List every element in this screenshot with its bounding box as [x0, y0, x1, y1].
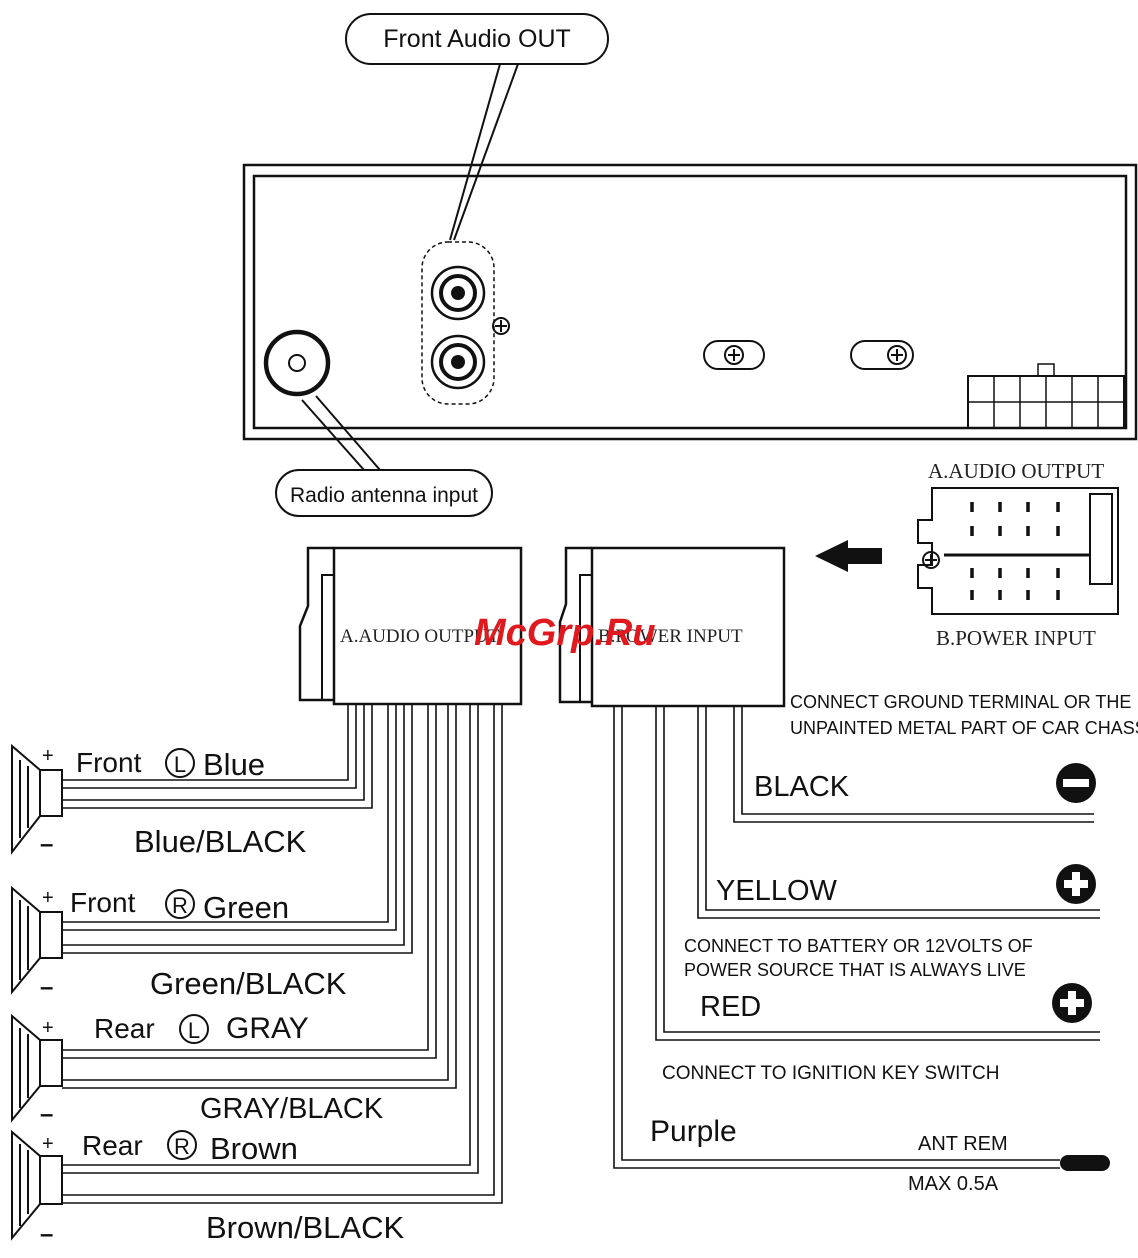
- speaker-fr-side: R: [172, 893, 188, 918]
- audio-wires: [62, 704, 503, 1204]
- right-channel-icon: R: [167, 1130, 197, 1160]
- speaker-rr-position: Rear: [82, 1130, 143, 1161]
- legend-screw-icon: [922, 551, 940, 569]
- watermark: McGrp.Ru: [474, 612, 656, 654]
- mounting-slot-left: [703, 340, 765, 370]
- ground-note-line-2: UNPAINTED METAL PART OF CAR CHASSIS: [790, 718, 1138, 738]
- speaker-fl-plus: +: [42, 745, 54, 767]
- speaker-front-right: [11, 885, 63, 995]
- speaker-rr-minus: –: [40, 1221, 53, 1248]
- speaker-rr-neg: Brown/BLACK: [206, 1210, 404, 1245]
- positive-terminal-icon: [1056, 864, 1096, 904]
- mounting-slot-right: [850, 340, 914, 370]
- speaker-fl-position: Front: [76, 747, 142, 778]
- speaker-fr-plus: +: [42, 887, 54, 909]
- right-channel-icon: R: [165, 889, 195, 919]
- speaker-fr-color: Green: [203, 890, 289, 925]
- radio-antenna-label: Radio antenna input: [290, 484, 478, 507]
- iso-socket: [967, 363, 1125, 429]
- ant-rem-label: ANT REM: [918, 1133, 1008, 1155]
- black-wire-label: BLACK: [754, 771, 850, 803]
- speaker-rl-neg: GRAY/BLACK: [200, 1093, 384, 1125]
- speaker-rear-left: [11, 1013, 63, 1123]
- front-audio-out-callout: Front Audio OUT: [345, 13, 609, 241]
- connector-legend: A.AUDIO OUTPUT B.POWER INPUT: [917, 459, 1119, 650]
- antenna-socket: [263, 329, 331, 397]
- speaker-fl-neg: Blue/BLACK: [134, 824, 307, 859]
- purple-wire-label: Purple: [650, 1115, 737, 1148]
- battery-note-line-2: POWER SOURCE THAT IS ALWAYS LIVE: [684, 960, 1026, 980]
- audio-output-plug-label: A.AUDIO OUTPUT: [340, 626, 500, 647]
- front-audio-out-label: Front Audio OUT: [383, 25, 571, 53]
- legend-audio-output-label: A.AUDIO OUTPUT: [928, 459, 1104, 483]
- speaker-rear-right: [11, 1129, 63, 1241]
- ant-rem-plug: [1060, 1155, 1110, 1171]
- max-current-label: MAX 0.5A: [908, 1173, 999, 1195]
- speaker-rl-minus: –: [40, 1101, 53, 1128]
- power-wires: [613, 706, 1100, 1169]
- battery-note-line-1: CONNECT TO BATTERY OR 12VOLTS OF: [684, 936, 1033, 956]
- speaker-rl-position: Rear: [94, 1013, 155, 1044]
- speaker-rr-color: Brown: [210, 1131, 298, 1166]
- power-input-plug: B.POWER INPUT: [558, 546, 786, 708]
- power-input-plug-label: B.POWER INPUT: [598, 626, 743, 647]
- speaker-fl-color: Blue: [203, 747, 265, 782]
- speaker-rl-plus: +: [42, 1017, 54, 1039]
- audio-output-plug: A.AUDIO OUTPUT: [298, 546, 523, 706]
- legend-pins: [970, 502, 1060, 600]
- head-unit: [242, 163, 1138, 441]
- speaker-rl-side: L: [188, 1018, 200, 1043]
- speaker-rl-color: GRAY: [226, 1012, 309, 1045]
- speaker-rr-side: R: [174, 1134, 190, 1159]
- red-wire-label: RED: [700, 991, 761, 1023]
- positive-terminal-icon: [1052, 983, 1092, 1023]
- arrow-left-icon: [815, 540, 882, 572]
- radio-antenna-callout: Radio antenna input: [275, 395, 493, 517]
- negative-terminal-icon: [1056, 763, 1096, 803]
- speaker-fr-minus: –: [40, 974, 53, 1001]
- left-channel-icon: L: [179, 1014, 209, 1044]
- left-channel-icon: L: [165, 748, 195, 778]
- legend-power-input-label: B.POWER INPUT: [936, 626, 1096, 650]
- yellow-wire-label: YELLOW: [716, 875, 837, 907]
- screw-icon: [492, 317, 510, 335]
- ground-note-line-1: CONNECT GROUND TERMINAL OR THE: [790, 692, 1131, 712]
- speaker-fr-position: Front: [70, 887, 136, 918]
- speaker-fl-side: L: [174, 752, 186, 777]
- speaker-fl-minus: –: [40, 831, 53, 858]
- speaker-rr-plus: +: [42, 1133, 54, 1155]
- ignition-note: CONNECT TO IGNITION KEY SWITCH: [662, 1063, 999, 1084]
- speaker-fr-neg: Green/BLACK: [150, 966, 347, 1001]
- rca-output-jacks: [421, 241, 495, 405]
- speaker-front-left: [11, 743, 63, 855]
